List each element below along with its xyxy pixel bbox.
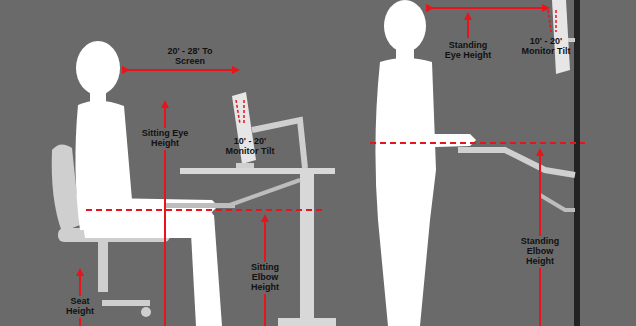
dimension-label: Standing Elbow Height xyxy=(513,236,567,268)
dimension-label: Standing Eye Height xyxy=(441,40,495,62)
dimension-label: Seat Height xyxy=(58,296,102,318)
measurement-lines xyxy=(80,8,585,326)
dimension-label: 20' - 28' To Screen xyxy=(158,46,222,68)
dimension-label: Sitting Eye Height xyxy=(138,128,192,150)
dimension-label: 10' - 20' Monitor Tilt xyxy=(516,36,576,58)
dimension-label: 10' - 20' Monitor Tilt xyxy=(218,136,282,158)
seated-figure xyxy=(75,41,222,326)
dimension-label: Sitting Elbow Height xyxy=(238,262,292,294)
